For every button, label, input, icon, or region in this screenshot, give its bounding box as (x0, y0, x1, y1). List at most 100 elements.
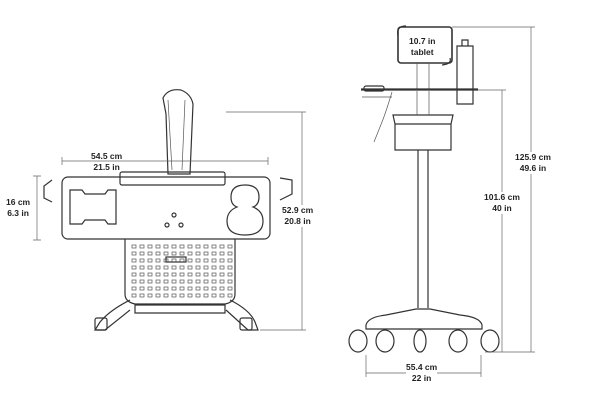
grille-slot (171, 286, 177, 291)
grille-slot (171, 279, 177, 284)
grille-slot (171, 293, 177, 298)
grille-slot (195, 258, 201, 263)
grille-slot (219, 244, 225, 249)
grille-slot (187, 286, 193, 291)
grille-slot (131, 265, 137, 270)
grille-slot (187, 265, 193, 270)
grille-slot (211, 244, 217, 249)
grille-slot (163, 251, 169, 256)
grille-slot (195, 293, 201, 298)
base-width-cm: 55.4 cm (406, 362, 438, 372)
grille-slot (211, 286, 217, 291)
grille-slot (131, 244, 137, 249)
grille-slot (219, 265, 225, 270)
grille-slot (139, 286, 145, 291)
grille-slot (139, 272, 145, 277)
grille-slot (219, 251, 225, 256)
grille-slot (195, 279, 201, 284)
caster-wheel (480, 329, 500, 353)
grille-slot (211, 293, 217, 298)
grille-slot (139, 293, 145, 298)
grille-slot (211, 272, 217, 277)
grille-slot (219, 286, 225, 291)
grille-slot (211, 258, 217, 263)
grille-slot (187, 293, 193, 298)
grille-slot (211, 279, 217, 284)
grille-slot (187, 279, 193, 284)
grille-slot (163, 293, 169, 298)
grille-slot (147, 286, 153, 291)
grille-slot (195, 272, 201, 277)
grille-slot (187, 272, 193, 277)
grille-slot (179, 272, 185, 277)
grille-slot (131, 272, 137, 277)
tray-depth-cm: 16 cm (6, 197, 31, 207)
grille-slot (131, 293, 137, 298)
grille-slot (147, 244, 153, 249)
grille-slot (139, 244, 145, 249)
grille-slot (139, 279, 145, 284)
front-view-cart (43, 89, 293, 331)
grille-slot (203, 286, 209, 291)
grille-slot (147, 251, 153, 256)
grille-slot (187, 251, 193, 256)
grille-slot (203, 293, 209, 298)
grille-slot (227, 293, 233, 298)
grille-slot (219, 293, 225, 298)
grille-slot (219, 279, 225, 284)
shelf-height-cm: 101.6 cm (484, 192, 520, 202)
side-view-cart (348, 25, 500, 353)
grille-slot (155, 272, 161, 277)
grille-slot (131, 279, 137, 284)
grille-slot (179, 251, 185, 256)
grille-slot (131, 286, 137, 291)
grille-slot (163, 279, 169, 284)
front-width-cm: 54.5 cm (91, 151, 123, 161)
grille-slot (219, 272, 225, 277)
grille-slot (179, 286, 185, 291)
grille-slot (171, 251, 177, 256)
grille-slot (227, 258, 233, 263)
grille-slot (227, 265, 233, 270)
grille-slot (147, 293, 153, 298)
grille-slot (131, 258, 137, 263)
grille-slot (147, 258, 153, 263)
caster-wheel (448, 329, 468, 353)
grille-slot (203, 258, 209, 263)
grille-slot (163, 286, 169, 291)
tablet-text: tablet (410, 47, 434, 57)
grille-slot (227, 244, 233, 249)
front-height-in: 20.8 in (284, 216, 311, 226)
grille-slot (203, 279, 209, 284)
grille-slot (155, 251, 161, 256)
grille-slot (139, 258, 145, 263)
grille-slot (203, 251, 209, 256)
caster-wheel (348, 329, 368, 353)
grille-slot (203, 265, 209, 270)
grille-slot (187, 258, 193, 263)
tray-depth-in: 6.3 in (7, 208, 29, 218)
grille-slot (195, 265, 201, 270)
grille-slot (155, 265, 161, 270)
grille-slot (179, 279, 185, 284)
grille-slot (211, 265, 217, 270)
grille-slot (219, 258, 225, 263)
grille-slot (203, 272, 209, 277)
grille-slot (187, 244, 193, 249)
grille-slot (211, 251, 217, 256)
grille-slot (155, 258, 161, 263)
grille-slot (163, 272, 169, 277)
grille-slot (163, 244, 169, 249)
grille-slot (163, 265, 169, 270)
front-height-cm: 52.9 cm (282, 205, 314, 215)
caster-wheel (375, 329, 395, 353)
grille-slot (147, 272, 153, 277)
front-width-in: 21.5 in (93, 162, 120, 172)
